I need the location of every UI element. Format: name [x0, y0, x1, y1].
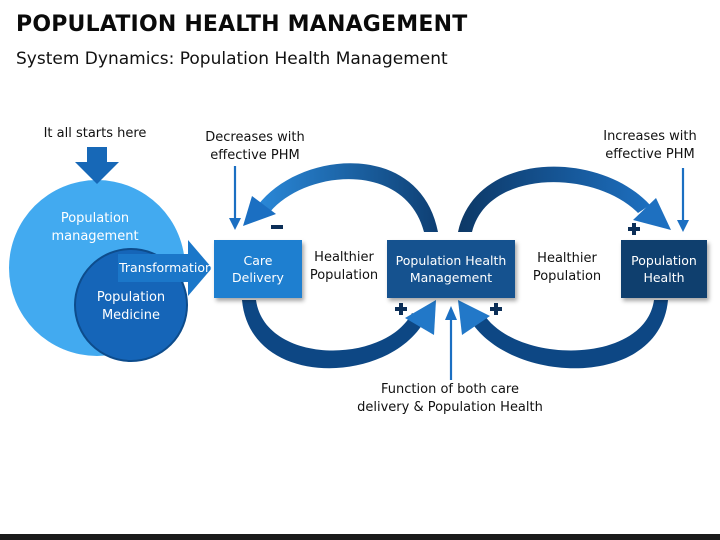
bottom-right-feedback-arrow — [458, 300, 668, 369]
decreases-label: Decreases with effective PHM — [205, 130, 305, 163]
plus-sign-top-right-icon — [628, 223, 640, 235]
transformation-label: Transformation — [119, 260, 213, 275]
start-label: It all starts here — [43, 126, 147, 141]
population-health-box: Population Health — [621, 240, 707, 298]
minus-sign-icon — [271, 225, 283, 229]
increases-pointer-icon — [677, 168, 689, 232]
increases-label: Increases with effective PHM — [603, 129, 697, 162]
bottom-left-feedback-arrow — [242, 300, 436, 369]
population-medicine-label: Population Medicine — [96, 290, 166, 323]
healthier-population-right-label: Healthier Population — [532, 251, 602, 284]
footer-bar — [0, 534, 720, 540]
care-delivery-box: Care Delivery — [214, 240, 302, 298]
transformation-arrow-icon — [118, 240, 212, 296]
function-label: Function of both care delivery & Populat… — [357, 382, 543, 415]
top-left-feedback-arrow — [243, 163, 438, 232]
population-management-label: Population management — [51, 211, 139, 244]
plus-sign-bottom-right-icon — [490, 303, 502, 315]
phm-box: Population Health Management — [387, 240, 515, 298]
page-title: POPULATION HEALTH MANAGEMENT — [16, 12, 468, 37]
start-arrow-icon — [75, 147, 119, 184]
function-pointer-icon — [445, 306, 457, 380]
decreases-pointer-icon — [229, 166, 241, 230]
page-subtitle: System Dynamics: Population Health Manag… — [16, 49, 448, 69]
plus-sign-bottom-left-icon — [395, 303, 407, 315]
top-right-feedback-arrow — [458, 166, 671, 232]
healthier-population-left-label: Healthier Population — [309, 250, 379, 283]
